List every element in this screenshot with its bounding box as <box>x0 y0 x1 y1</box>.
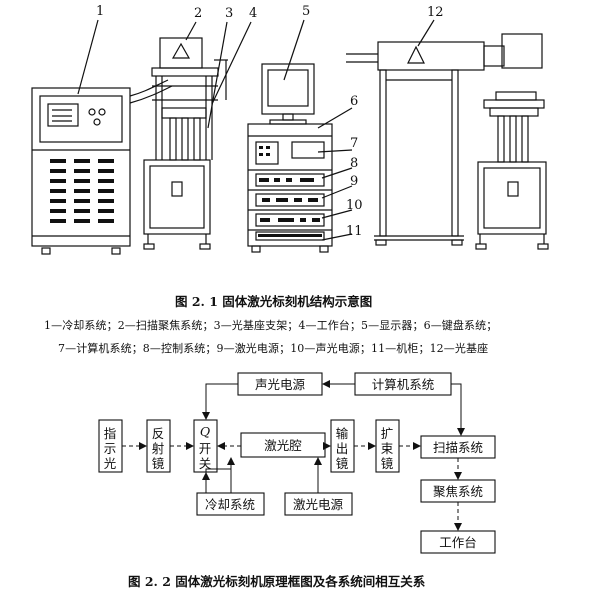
qswitch-char-2: 开 <box>199 441 212 456</box>
figure-2-1-legend-line-2: 7—计算机系统；8—控制系统；9—激光电源；10—声光电源；11—机柜；12—光… <box>58 342 489 355</box>
figure-2-2-caption: 图 2. 2 固体激光标刻机原理框图及各系统间相互关系 <box>128 574 426 589</box>
machine-structure-drawing <box>31 19 549 255</box>
callout-6: 6 <box>350 94 359 109</box>
cooling-label: 冷却系统 <box>205 497 255 512</box>
focus-label: 聚焦系统 <box>433 484 483 499</box>
reflector-char-3: 镜 <box>152 456 165 471</box>
acousto-power-label: 声光电源 <box>255 377 306 392</box>
indicator-char-1: 指 <box>104 426 117 441</box>
scanner-label: 扫描系统 <box>433 440 483 455</box>
callout-8: 8 <box>350 156 359 171</box>
qswitch-char-3: 关 <box>199 456 212 471</box>
callout-2: 2 <box>194 6 203 21</box>
callout-4: 4 <box>249 6 258 21</box>
reflector-char-2: 射 <box>152 441 165 456</box>
principle-block-diagram: 声光电源 计算机系统 激光腔 扫描系统 聚焦系统 工作台 冷却系统 激光电源 指… <box>98 372 496 554</box>
expander-char-3: 镜 <box>381 456 394 471</box>
callout-11: 11 <box>346 224 363 239</box>
output-mirror-char-2: 出 <box>336 441 349 456</box>
callout-7: 7 <box>350 136 359 151</box>
callout-3: 3 <box>225 6 234 21</box>
figure-2-1-caption: 图 2. 1 固体激光标刻机结构示意图 <box>175 294 373 309</box>
figure-2-1-legend-line-1: 1—冷却系统；2—扫描聚焦系统；3—光基座支架；4—工作台；5—显示器；6—键盘… <box>44 319 498 332</box>
output-mirror-char-3: 镜 <box>336 456 349 471</box>
expander-char-2: 束 <box>381 441 394 456</box>
reflector-char-1: 反 <box>152 426 165 441</box>
expander-char-1: 扩 <box>381 426 394 441</box>
worktable-box <box>420 530 496 554</box>
indicator-char-2: 示 <box>104 441 117 456</box>
cavity-box <box>240 432 326 458</box>
control-cabinet-drawing <box>247 63 333 253</box>
callout-9: 9 <box>350 174 359 189</box>
laser-power-label: 激光电源 <box>293 497 344 512</box>
computer-label: 计算机系统 <box>372 377 435 392</box>
callout-1: 1 <box>96 4 105 19</box>
callout-5: 5 <box>302 4 311 19</box>
output-mirror-char-1: 输 <box>336 426 349 441</box>
optical-base-drawing <box>346 33 549 250</box>
qswitch-char-1: Q <box>200 424 210 439</box>
worktable-label: 工作台 <box>439 535 477 550</box>
cavity-label: 激光腔 <box>264 438 302 453</box>
callout-12: 12 <box>427 5 444 20</box>
callout-10: 10 <box>346 198 363 213</box>
cooling-unit-drawing <box>31 87 131 255</box>
indicator-char-3: 光 <box>104 456 117 471</box>
marking-head-stand-drawing <box>143 37 228 250</box>
